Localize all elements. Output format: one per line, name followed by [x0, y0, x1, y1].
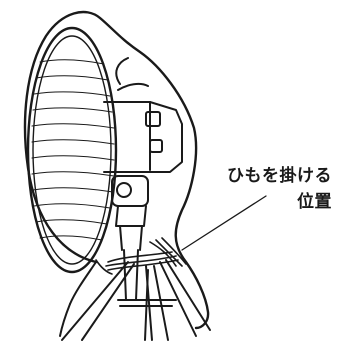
callout-line-1: ひもを掛ける [227, 166, 332, 186]
guard-wires [31, 59, 115, 241]
callout-line-2: 位置 [297, 192, 332, 212]
string-tie [95, 237, 187, 275]
neck-joint [111, 175, 149, 251]
callout-leader-line [181, 195, 267, 251]
fan-guard [26, 26, 118, 274]
cover-outline [23, 10, 210, 330]
motor-housing [103, 57, 183, 173]
